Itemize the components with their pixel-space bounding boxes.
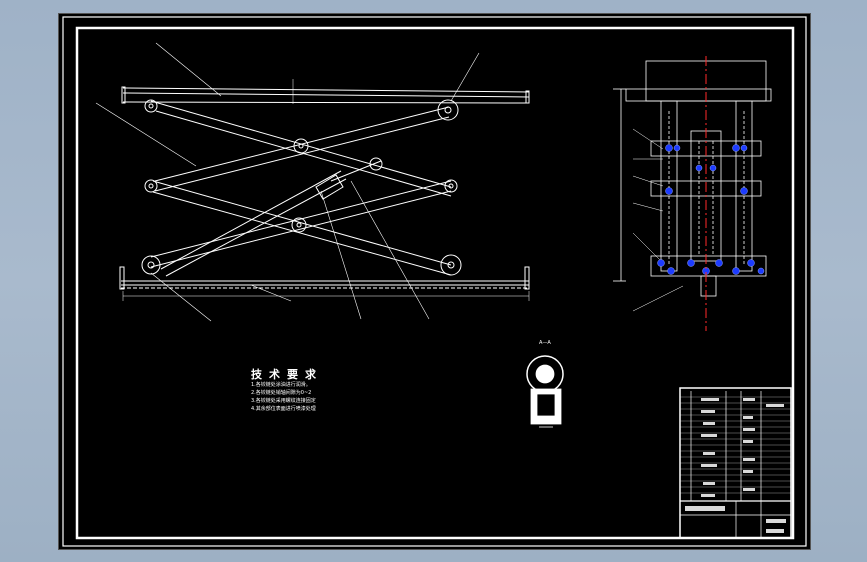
tech-note-1: 1.各铰链处涂油进行润滑。 [251,382,311,388]
tech-note-3: 3.各铰链处采用螺纹连接固定 [251,398,316,404]
section-a-a [526,355,564,428]
scissor-lift-front-view [95,42,530,322]
tech-requirements-title: 技术要求 [251,368,323,381]
section-label: A—A [539,340,551,346]
tech-note-2: 2.各铰链处销轴间隙为0~2 [251,390,312,396]
bolt-markers [657,144,765,275]
technical-requirements: 技术要求 1.各铰链处涂油进行润滑。 2.各铰链处销轴间隙为0~2 3.各铰链处… [251,368,361,413]
title-block-fill [685,398,786,533]
inner-frame [75,26,795,540]
drawing-sheet: A—A 技术要求 1.各铰链处涂油进行润滑 [58,13,811,550]
tech-note-4: 4.其余部位表面进行喷漆处理 [251,406,316,412]
outer-frame [62,16,807,547]
title-block-rows [680,396,791,494]
side-view [613,60,772,312]
